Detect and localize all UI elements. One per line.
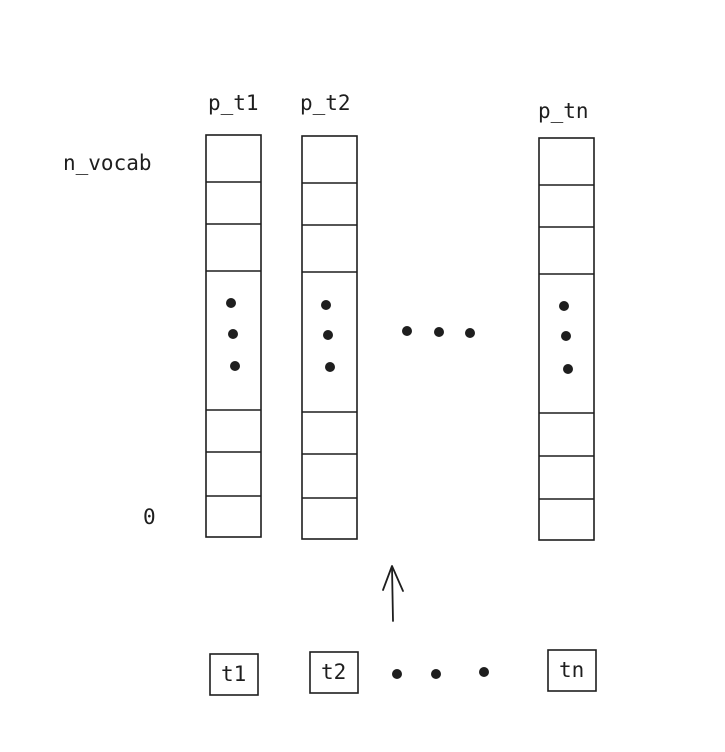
ellipsis-dot [325, 362, 335, 372]
axis-bottom-label: 0 [143, 505, 156, 529]
ellipsis-dot [434, 327, 444, 337]
tokens-ellipsis [392, 667, 489, 679]
ellipsis-dot [563, 364, 573, 374]
columns-ellipsis [402, 326, 475, 338]
column-frame [205, 134, 262, 538]
token-frame [547, 649, 597, 692]
ellipsis-dot [402, 326, 412, 336]
token-box-1: t1 [209, 653, 259, 696]
ellipsis-dot [230, 361, 240, 371]
column-frame [538, 137, 595, 541]
ellipsis-dot [226, 298, 236, 308]
probability-column-2: p_t2 [300, 91, 358, 540]
column-frame [301, 135, 358, 540]
probability-column-n: p_tn [538, 99, 595, 541]
up-arrow-icon [382, 565, 404, 622]
ellipsis-dot [323, 330, 333, 340]
token-frame [309, 651, 359, 694]
column-label: p_t2 [300, 91, 351, 115]
ellipsis-dot [559, 301, 569, 311]
ellipsis-dot [392, 669, 402, 679]
ellipsis-dot [561, 331, 571, 341]
ellipsis-dot [431, 669, 441, 679]
token-box-n: tn [547, 649, 597, 692]
column-label: p_tn [538, 99, 589, 123]
probability-column-1: p_t1 [205, 91, 262, 538]
ellipsis-dot [228, 329, 238, 339]
column-label: p_t1 [208, 91, 259, 115]
token-frame [209, 653, 259, 696]
token-label: tn [559, 658, 584, 682]
token-label: t2 [321, 660, 346, 684]
axis-top-label: n_vocab [63, 151, 152, 175]
ellipsis-dot [321, 300, 331, 310]
token-box-2: t2 [309, 651, 359, 694]
ellipsis-dot [465, 328, 475, 338]
ellipsis-dot [479, 667, 489, 677]
token-label: t1 [221, 662, 246, 686]
